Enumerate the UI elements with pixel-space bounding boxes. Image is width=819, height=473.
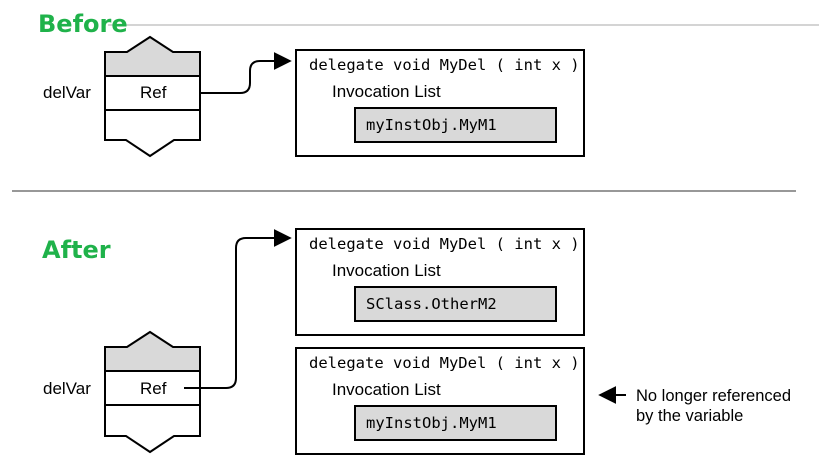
invocation-method: myInstObj.MyM1 [354, 405, 557, 441]
invocation-list-label: Invocation List [332, 380, 441, 399]
after-ref-label: Ref [140, 379, 167, 398]
invocation-list-label: Invocation List [332, 82, 441, 101]
before-ref-arrow [200, 52, 292, 94]
after-ref-arrow [184, 229, 292, 389]
after-old-delegate-box: delegate void MyDel ( int x ) Invocation… [295, 347, 585, 455]
delegate-signature: delegate void MyDel ( int x ) [309, 354, 580, 372]
before-stack-bottom [104, 110, 201, 158]
invocation-method: SClass.OtherM2 [354, 286, 557, 322]
unreferenced-note: No longer referenced by the variable [636, 386, 791, 426]
before-ref-label: Ref [140, 83, 167, 102]
after-new-delegate-box: delegate void MyDel ( int x ) Invocation… [295, 228, 585, 336]
before-stack-top [104, 35, 201, 77]
delegate-signature: delegate void MyDel ( int x ) [309, 235, 580, 253]
before-stack-box [104, 35, 201, 158]
before-heading: Before [38, 10, 128, 38]
before-delegate-box: delegate void MyDel ( int x ) Invocation… [295, 49, 585, 157]
after-stack-bottom [104, 405, 201, 454]
before-ref-slot [104, 75, 201, 111]
note-line-2: by the variable [636, 407, 744, 425]
after-heading: After [42, 236, 111, 264]
after-variable-label: delVar [43, 379, 91, 398]
invocation-method: myInstObj.MyM1 [354, 107, 557, 143]
before-variable-label: delVar [43, 83, 91, 102]
note-line-1: No longer referenced [636, 387, 792, 405]
delegate-signature: delegate void MyDel ( int x ) [309, 56, 580, 74]
invocation-list-label: Invocation List [332, 261, 441, 280]
after-stack-top [104, 330, 201, 372]
